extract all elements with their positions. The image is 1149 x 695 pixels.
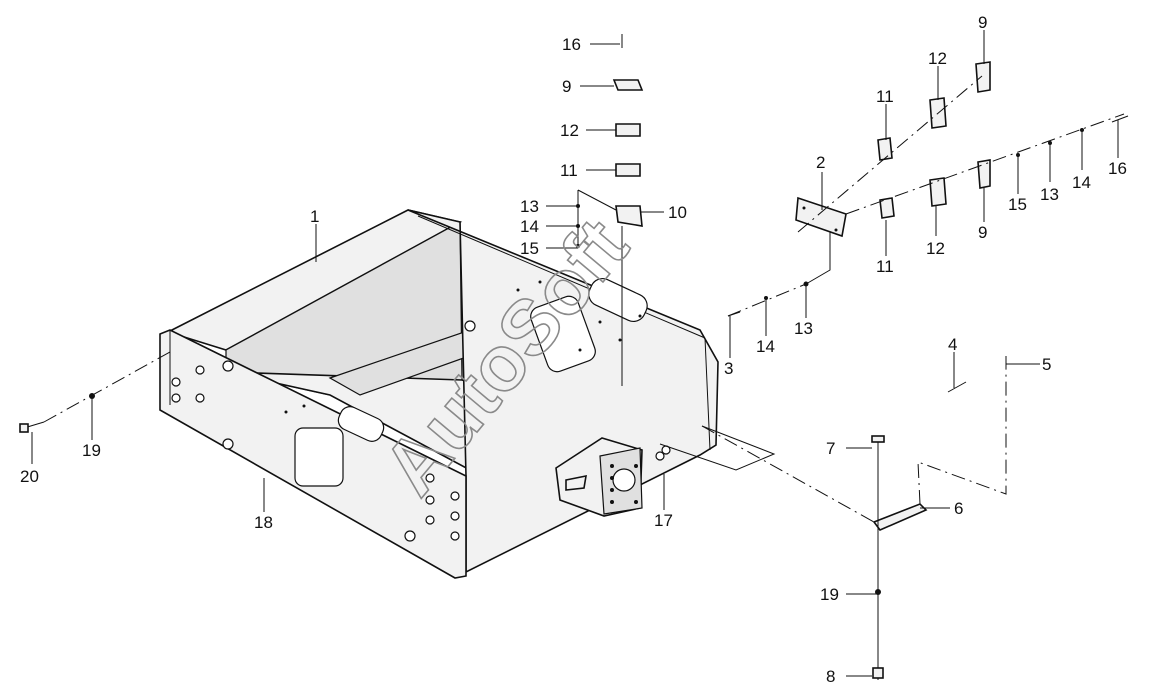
callout-13-left: 13	[520, 197, 539, 216]
callout-14-right: 14	[1072, 173, 1091, 192]
callout-1: 1	[310, 207, 319, 226]
callout-15-right: 15	[1008, 195, 1027, 214]
callout-19-bottom: 19	[820, 585, 839, 604]
callout-11-top: 11	[560, 161, 578, 180]
callout-6: 6	[954, 499, 963, 518]
callout-18: 18	[254, 513, 273, 532]
callout-9-upper-right: 9	[978, 13, 987, 32]
callout-11-upper-right: 11	[876, 87, 894, 106]
callout-4: 4	[948, 335, 957, 354]
assembly-paths	[43, 75, 1125, 668]
callout-9-lower-right: 9	[978, 223, 987, 242]
callout-2: 2	[816, 153, 825, 172]
callout-10: 10	[668, 203, 687, 222]
callout-16-right: 16	[1108, 159, 1127, 178]
callout-14-left: 14	[520, 217, 539, 236]
callout-11-lower-right: 11	[876, 257, 894, 276]
callout-19-left: 19	[82, 441, 101, 460]
callout-5: 5	[1042, 355, 1051, 374]
callout-13-center: 13	[794, 319, 813, 338]
bracket-plate	[795, 196, 847, 238]
callout-17: 17	[654, 511, 673, 530]
callout-7: 7	[826, 439, 835, 458]
hardware-parts	[19, 34, 1129, 680]
callout-13-right: 13	[1040, 185, 1059, 204]
callout-12-upper-right: 12	[928, 49, 947, 68]
callout-12-lower-right: 12	[926, 239, 945, 258]
callout-9-top: 9	[562, 77, 571, 96]
towing-coupling	[555, 437, 671, 517]
callout-15-left: 15	[520, 239, 539, 258]
callout-20: 20	[20, 467, 39, 486]
callout-12-top: 12	[560, 121, 579, 140]
callout-3: 3	[724, 359, 733, 378]
callout-labels: 1 2 3 4 5 6 7 8 9 9 9 10 11 11 11 12 12 …	[20, 13, 1127, 686]
callout-14-center: 14	[756, 337, 775, 356]
callout-8: 8	[826, 667, 835, 686]
leader-lines	[31, 30, 1119, 677]
frame-assembly	[159, 209, 719, 579]
callout-16-top: 16	[562, 35, 581, 54]
